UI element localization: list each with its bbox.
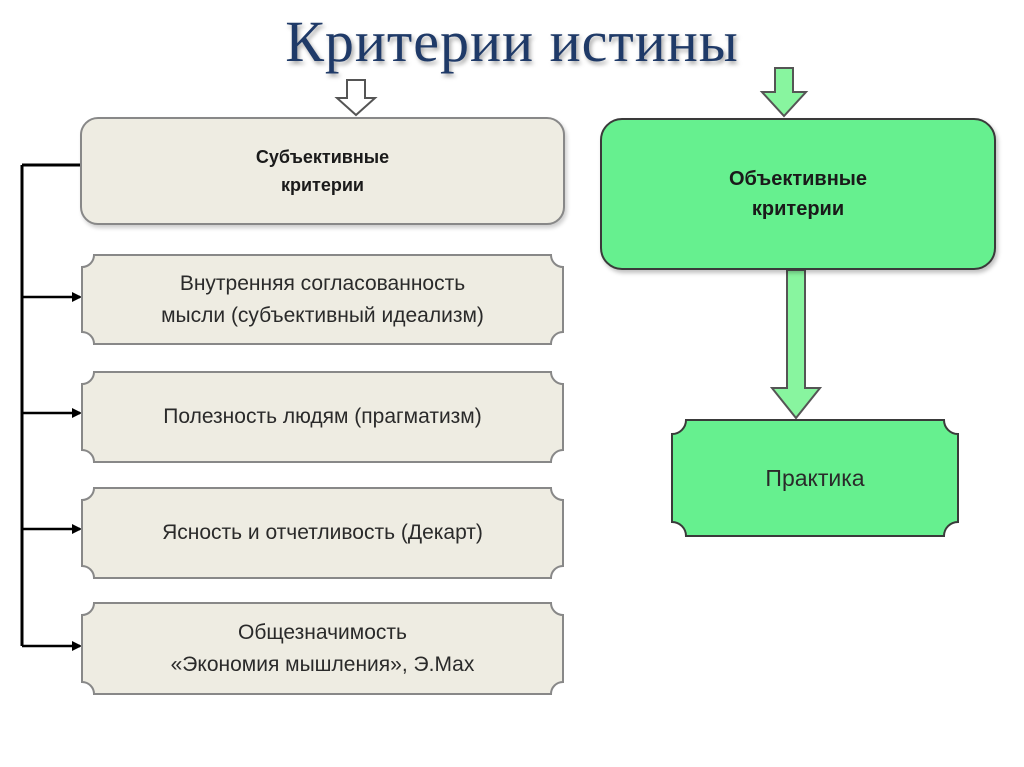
- subjective-criteria-label: Субъективные критерии: [255, 147, 390, 195]
- item-1-label: Внутренняя согласованность мысли (субъек…: [161, 271, 484, 327]
- title-to-objective-arrow: [759, 67, 809, 118]
- item-box-4: [81, 602, 564, 695]
- item-3-label: Ясность и отчетливость (Декарт): [162, 521, 483, 544]
- item-1: Внутренняя согласованность мысли (субъек…: [82, 255, 563, 344]
- practice-label: Практика: [765, 465, 865, 491]
- item-box-2: [81, 371, 564, 463]
- objective-to-practice-arrow: [769, 269, 823, 420]
- item-2-label: Полезность людям (прагматизм): [163, 405, 482, 428]
- item-4: Общезначимость «Экономия мышления», Э.Ма…: [82, 603, 563, 694]
- item-box-3: [81, 487, 564, 579]
- title-to-subjective-arrow: [334, 79, 378, 117]
- objective-criteria-box: Объективные критерии: [600, 118, 996, 270]
- practice-box: [671, 419, 959, 537]
- item-4-label: Общезначимость «Экономия мышления», Э.Ма…: [170, 620, 475, 676]
- practice-text: Практика: [672, 420, 958, 536]
- item-3: Ясность и отчетливость (Декарт): [82, 488, 563, 578]
- subjective-criteria-box: Субъективные критерии: [80, 117, 565, 225]
- objective-criteria-label: Объективные критерии: [728, 168, 868, 220]
- page-title: Критерии истины: [285, 9, 739, 74]
- item-2: Полезность людям (прагматизм): [82, 372, 563, 462]
- item-box-1: [81, 254, 564, 345]
